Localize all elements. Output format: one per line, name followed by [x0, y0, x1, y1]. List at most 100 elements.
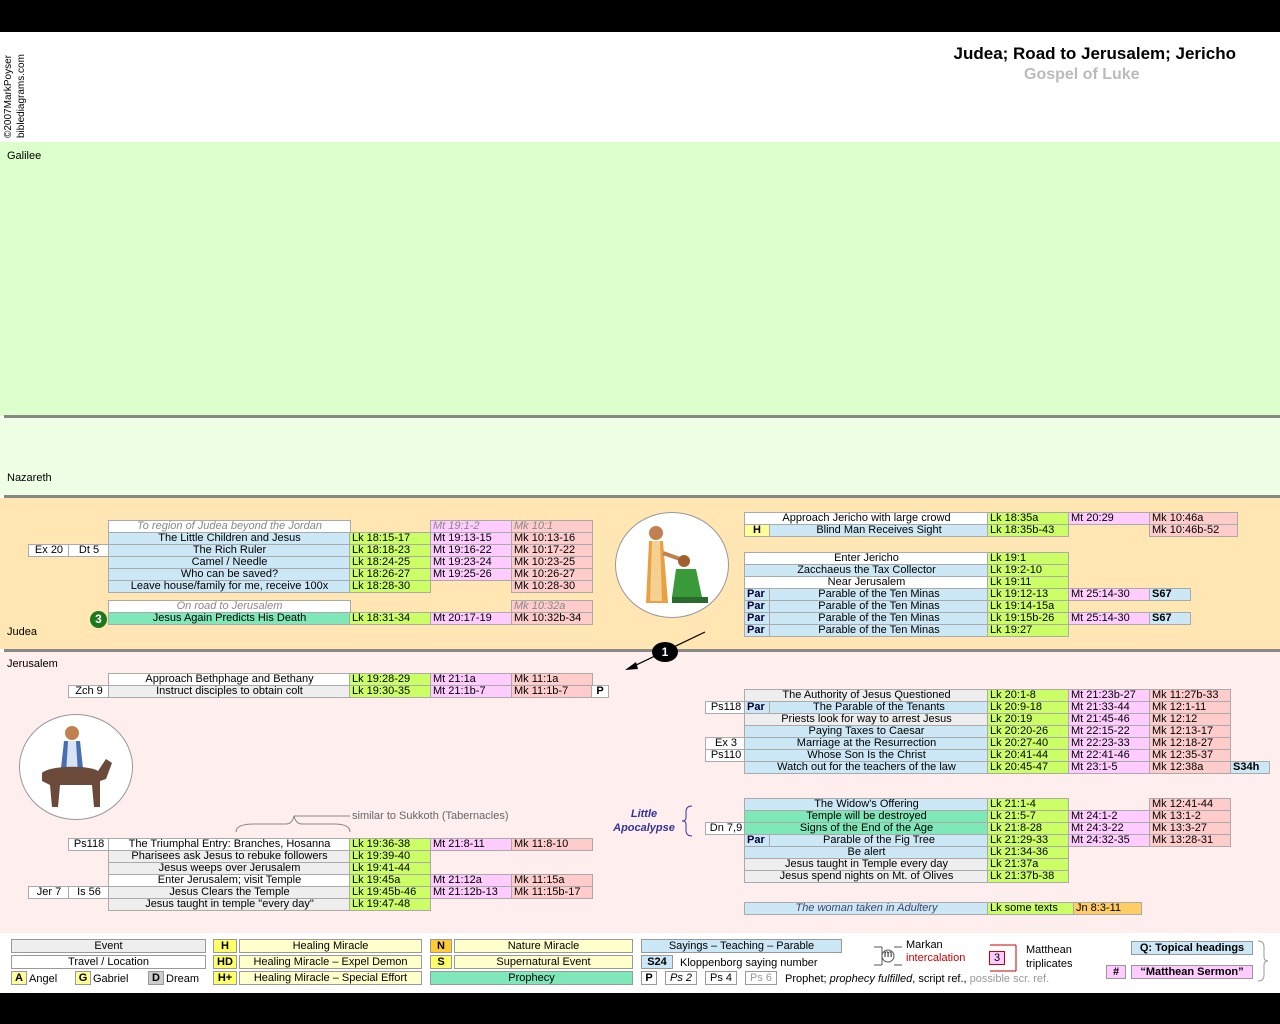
healing-illustration [615, 512, 729, 618]
legend-matthean: Matthean [1026, 944, 1072, 956]
divider [4, 649, 1280, 652]
legend-brace-icon [1257, 940, 1269, 982]
lk-ref: Lk some texts [987, 902, 1074, 915]
mt-ref: Mt 20:17-19 [430, 612, 512, 625]
legend-prophecy: Prophecy [430, 971, 633, 985]
mk-ref: Mk 11:8-10 [511, 838, 593, 851]
legend-hd: Healing Miracle – Expel Demon [239, 955, 422, 969]
legend-hash-key: # [1106, 965, 1126, 979]
ot-ref: Ex 20 [28, 544, 70, 557]
lk-ref: Lk 18:31-34 [349, 612, 431, 625]
lk-ref: Lk 19:1 [987, 552, 1069, 565]
event-cell: Parable of the Ten Minas [769, 624, 989, 637]
route-badge: 1 [652, 642, 678, 662]
event-cell: Jesus spend nights on Mt. of Olives [744, 870, 989, 883]
mk-ref: Mk 12:38a [1149, 761, 1231, 774]
matthean-triplicates-icon [990, 944, 1017, 972]
legend-gabriel: Gabriel [93, 973, 129, 985]
mt-ref: Mt 20:29 [1068, 512, 1150, 525]
mt-ref: Mt 25:14-30 [1068, 588, 1150, 601]
mt-ref: Mt 24:32-35 [1068, 834, 1150, 847]
mt-ref: Mt 21:1b-7 [430, 685, 512, 698]
page-subtitle: Gospel of Luke [1024, 66, 1140, 83]
region-label-nazareth: Nazareth [7, 472, 52, 484]
ot-ref: Zch 9 [68, 685, 110, 698]
legend-gabriel-key: G [75, 971, 91, 985]
legend-hp: Healing Miracle – Special Effort [239, 971, 422, 985]
legend-dream-key: D [148, 971, 164, 985]
saying-number: S67 [1149, 588, 1191, 601]
legend-h: Healing Miracle [239, 939, 422, 953]
divider [4, 495, 1280, 498]
legend-p-text-3: , script ref., [912, 973, 970, 985]
legend-s-key: S [430, 955, 452, 969]
ot-ref: Ps110 [705, 749, 747, 762]
mk-ref: Mk 13:28-31 [1149, 834, 1231, 847]
nazareth-band [0, 418, 1280, 495]
legend-dream: Dream [166, 973, 200, 985]
event-cell: Leave house/family for me, receive 100x [108, 580, 351, 593]
ot-ref: Ps118 [68, 838, 110, 851]
legend-p-text-4: possible scr. ref. [969, 973, 1050, 985]
mk-ref: Mk 11:1b-7 [511, 685, 593, 698]
lk-ref: Lk 18:35b-43 [987, 524, 1069, 537]
legend-triplicates-key: 3 [989, 951, 1005, 965]
mt-ref: Mt 21:12b-13 [430, 886, 512, 899]
event-cell: Watch out for the teachers of the law [744, 761, 989, 774]
event-cell: Blind Man Receives Sight [769, 524, 989, 537]
legend-p-text-2: prophecy fulfilled [829, 973, 913, 985]
legend-ps2: Ps 2 [665, 971, 697, 985]
diagram-page: ©2007MarkPoyser biblediagrams.com Judea;… [0, 32, 1280, 993]
triumphal-entry-illustration [19, 714, 133, 820]
legend-event: Event [11, 939, 206, 953]
legend-ps4: Ps 4 [705, 971, 737, 985]
lk-ref: Lk 19:47-48 [349, 898, 431, 911]
mk-ref: Mk 12:41-44 [1149, 798, 1231, 811]
legend-hd-key: HD [213, 955, 237, 969]
parable-tag: Par [744, 624, 770, 637]
lk-ref: Lk 21:37b-38 [987, 870, 1069, 883]
lk-ref: Lk 18:28-30 [349, 580, 431, 593]
bracket-icon [235, 815, 351, 833]
mk-ref: Mk 11:15b-17 [511, 886, 593, 899]
region-label-jerusalem: Jerusalem [7, 658, 58, 670]
ot-ref: Is 56 [68, 886, 110, 899]
region-label-galilee: Galilee [7, 150, 42, 162]
legend-sayings: Sayings – Teaching – Parable [641, 939, 842, 953]
legend-ps6: Ps 6 [745, 971, 777, 985]
saying-number: S34h [1230, 761, 1270, 774]
ot-ref: Jer 7 [28, 886, 70, 899]
page-title: Judea; Road to Jerusalem; Jericho [953, 44, 1236, 63]
copyright: ©2007MarkPoyser [3, 55, 14, 138]
legend-n: Nature Miracle [454, 939, 633, 953]
lk-ref: Lk 20:45-47 [987, 761, 1069, 774]
legend-angel-key: A [11, 971, 27, 985]
markan-intercalation-key: m [883, 949, 893, 960]
legend-triplicates: triplicates [1026, 958, 1073, 970]
galilee-band [0, 142, 1280, 416]
mk-ref: Mk 10:46b-52 [1149, 524, 1238, 537]
event-cell: Jesus Again Predicts His Death [108, 612, 351, 625]
ot-ref: Dn 7,9 [705, 822, 747, 835]
legend-h-key: H [213, 939, 237, 953]
legend-markan: Markan [906, 939, 943, 951]
legend-p-text-1: Prophet; [785, 973, 830, 985]
jn-ref: Jn 8:3-11 [1073, 902, 1142, 915]
legend-matthean-sermon: “Matthean Sermon” [1131, 965, 1253, 979]
prophet-tag: P [591, 685, 609, 698]
little-apocalypse-label: Little Apocalypse [613, 808, 675, 834]
legend-hp-key: H+ [213, 971, 237, 985]
mt-ref: Mt 25:14-30 [1068, 612, 1150, 625]
ot-ref: Dt 5 [68, 544, 110, 557]
divider [4, 415, 1280, 418]
saying-number: S67 [1149, 612, 1191, 625]
markan-intercalation-icon [874, 946, 902, 966]
mt-ref: Mt 21:8-11 [430, 838, 512, 851]
legend-s24-key: S24 [641, 955, 673, 969]
legend-travel: Travel / Location [11, 955, 206, 969]
legend-n-key: N [430, 939, 452, 953]
mk-ref: Mk 10:32b-34 [511, 612, 593, 625]
legend-angel: Angel [29, 973, 58, 985]
legend-s: Supernatural Event [454, 955, 633, 969]
mt-ref: Mt 23:1-5 [1068, 761, 1150, 774]
